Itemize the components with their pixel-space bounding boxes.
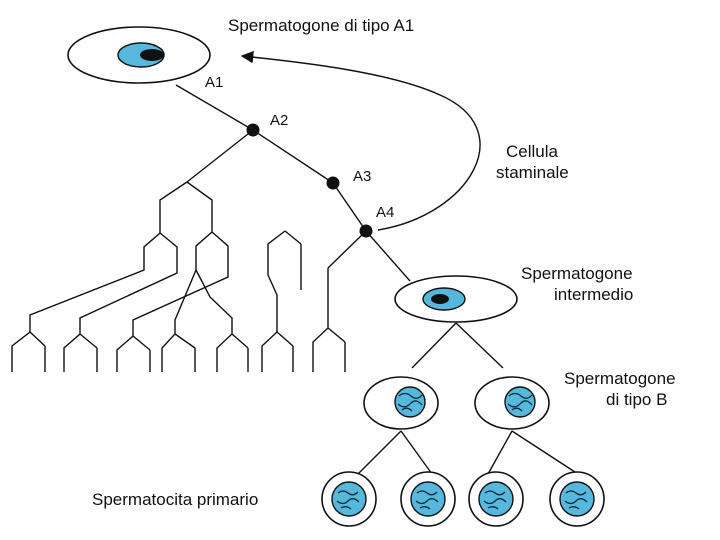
- node-a2-dot: [246, 123, 260, 137]
- cell-primario-2: [400, 471, 456, 527]
- node-a4-dot: [359, 224, 373, 238]
- label-node-a4: A4: [376, 204, 394, 221]
- left-branching-tree: [11, 181, 346, 372]
- lines-to-primario: [357, 430, 579, 475]
- label-a1-title: Spermatogone di tipo A1: [228, 16, 414, 35]
- stem-renewal-arrow: [240, 50, 481, 231]
- cell-tipo-b-right: [474, 376, 550, 430]
- lines-to-tipo-b: [411, 322, 504, 369]
- cell-tipo-b-left: [363, 376, 439, 430]
- cell-primario-3: [468, 471, 524, 527]
- label-intermedio-line1: Spermatogone: [521, 264, 633, 283]
- label-node-a2: A2: [270, 112, 288, 129]
- label-tipo-b-line2: di tipo B: [606, 390, 667, 409]
- label-intermedio-line2: intermedio: [554, 285, 633, 304]
- label-tipo-b-line1: Spermatogone: [564, 369, 676, 388]
- cell-primario-4: [549, 471, 605, 527]
- label-stem-line1: Cellula: [506, 142, 559, 161]
- main-lineage: [175, 84, 411, 282]
- cell-intermedio: [394, 275, 518, 323]
- cell-a1: [67, 26, 211, 84]
- cell-primario-1: [321, 471, 377, 527]
- label-stem-line2: staminale: [496, 163, 569, 182]
- node-a3-dot: [326, 176, 340, 190]
- label-primario: Spermatocita primario: [92, 490, 258, 509]
- label-node-a1: A1: [205, 74, 223, 91]
- label-node-a3: A3: [353, 168, 371, 185]
